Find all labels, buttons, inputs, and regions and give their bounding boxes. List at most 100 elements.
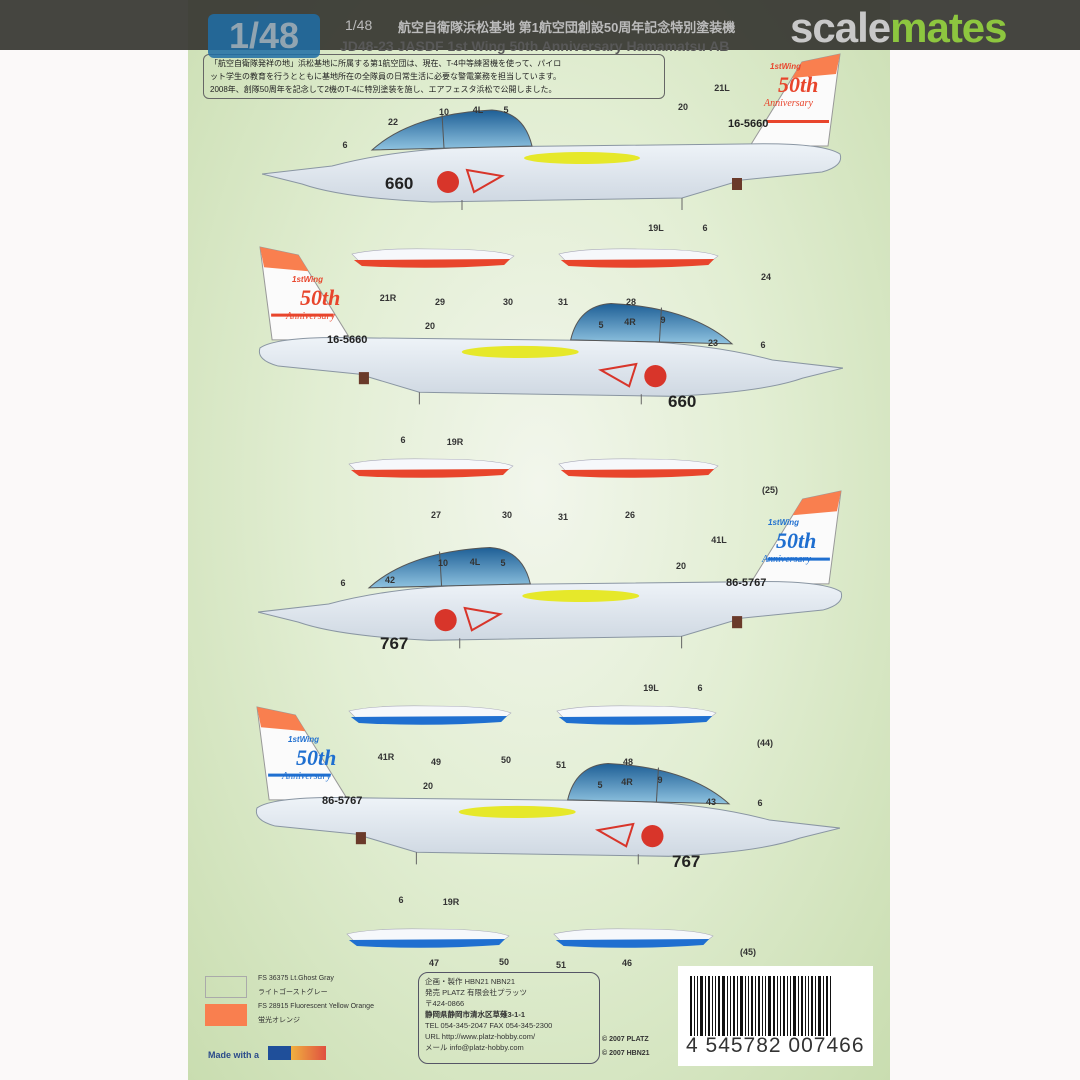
tail-50th-text: 50th (776, 528, 817, 553)
title-english: JD48-23 JASDF 1st Wing 50th Anniversary … (340, 38, 730, 54)
barcode-bar (811, 976, 813, 1036)
barcode-bar (697, 976, 698, 1036)
barcode-bar (730, 976, 731, 1036)
description-line: 「航空自衛隊発祥の地」浜松基地に所属する第1航空団は、現在、T-4中等練習機を使… (210, 59, 562, 68)
barcode-bar (801, 976, 803, 1036)
tank-callout-number: 24 (760, 272, 772, 282)
tail-wing-text: 1stWing (770, 62, 802, 71)
barcode-bar (705, 976, 706, 1036)
publisher-postal: 〒424-0866 (425, 999, 465, 1008)
drop-tank-decal (553, 928, 714, 948)
callout-number: 5 (597, 780, 603, 790)
callout-number: 5 (503, 105, 509, 115)
callout-number: 6 (702, 223, 708, 233)
callout-number: 20 (675, 561, 687, 571)
barcode-bar (798, 976, 799, 1036)
scalemates-logo[interactable]: scalemates (790, 4, 1008, 52)
tank-callout-number: 50 (498, 957, 510, 967)
drop-tank-decal (558, 458, 719, 478)
barcode-bar (765, 976, 766, 1036)
barcode-bar (815, 976, 816, 1036)
tank-callout-number: 48 (622, 757, 634, 767)
description-line: ット学生の教育を行うとともに基地所在の全隊員の日常生活に必要な警電業務を担当して… (210, 72, 561, 81)
scale-badge: 1/48 (208, 14, 320, 58)
barcode-bar (755, 976, 756, 1036)
barcode-bar (751, 976, 753, 1036)
barcode-bar (690, 976, 692, 1036)
callout-number: 10 (438, 107, 450, 117)
barcode-bar (722, 976, 725, 1036)
tank-callout-number: 46 (621, 958, 633, 968)
drop-tank-decal (558, 248, 719, 268)
tank-callout-number: 28 (625, 297, 637, 307)
tank-callout-number: 49 (430, 757, 442, 767)
aircraft-4 (255, 703, 840, 869)
tank-callout-number: 31 (557, 512, 569, 522)
drop-tank-decal (346, 928, 510, 948)
barcode-bar (780, 976, 781, 1036)
callout-number: 6 (757, 798, 763, 808)
callout-number: 6 (760, 340, 766, 350)
aircraft-serial: 16-5660 (728, 118, 769, 130)
barcode: 4 545782 007466 (678, 966, 873, 1066)
barcode-bar (777, 976, 778, 1036)
tank-callout-number: (25) (761, 485, 779, 495)
barcode-bar (783, 976, 785, 1036)
callout-number: 4R (624, 317, 636, 327)
callout-number: 21L (714, 83, 730, 93)
callout-number: 19R (446, 437, 464, 447)
barcode-bar (740, 976, 743, 1036)
legend-fs-ghost-gray: FS 36375 Lt.Ghost Gray (258, 975, 334, 982)
publisher-url[interactable]: URL http://www.platz-hobby.com/ (425, 1032, 536, 1041)
barcode-bar (762, 976, 763, 1036)
tank-callout-number: 31 (557, 297, 569, 307)
tail-wing-text: 1stWing (768, 518, 800, 527)
tail-wing-text: 1stWing (288, 735, 320, 744)
callout-number: 6 (340, 578, 346, 588)
callout-number: 19R (442, 897, 460, 907)
barcode-bar (805, 976, 806, 1036)
description-line: 2008年、創隊50周年を記念して2機のT-4に特別塗装を施し、エアフェスタ浜松… (210, 85, 557, 94)
callout-number: 20 (422, 781, 434, 791)
callout-number: 5 (500, 558, 506, 568)
aircraft-2 (258, 243, 843, 409)
aircraft-nose-number: 767 (380, 634, 409, 653)
callout-number: 19L (643, 683, 659, 693)
aircraft-3 (258, 487, 843, 653)
callout-number: 4L (469, 557, 481, 567)
drop-tank-decal (556, 705, 717, 725)
callout-number: 41L (711, 535, 727, 545)
maker-logo (268, 1046, 326, 1060)
title-japanese: 航空自衛隊浜松基地 第1航空団創設50周年記念特別塗装機 (398, 20, 736, 35)
barcode-bar (700, 976, 703, 1036)
barcode-bar (733, 976, 735, 1036)
callout-number: 6 (400, 435, 406, 445)
publisher-mail[interactable]: メール info@platz-hobby.com (425, 1043, 524, 1052)
barcode-bar (787, 976, 788, 1036)
legend-swatch-orange (205, 1004, 247, 1026)
tank-callout-number: 26 (624, 510, 636, 520)
callout-number: 20 (677, 102, 689, 112)
barcode-bar (712, 976, 713, 1036)
barcode-bar (737, 976, 738, 1036)
tail-anniversary-text: Anniversary (282, 771, 331, 782)
callout-number: 41R (377, 752, 395, 762)
callout-number: 21R (379, 293, 397, 303)
publisher-box: 企画・製作 HBN21 NBN21 発売 PLATZ 有限会社プラッツ 〒424… (418, 972, 600, 1064)
callout-number: 6 (398, 895, 404, 905)
tank-callout-number: 30 (501, 510, 513, 520)
publisher-line1: 企画・製作 HBN21 NBN21 (425, 977, 516, 986)
barcode-bar (823, 976, 824, 1036)
barcode-bar (768, 976, 771, 1036)
barcode-bar (793, 976, 796, 1036)
callout-number: 6 (697, 683, 703, 693)
barcode-digits: 4 545782 007466 (686, 1034, 865, 1057)
header-bar (0, 0, 1080, 50)
aircraft-serial: 86-5767 (322, 795, 363, 807)
callout-number: 6 (342, 140, 348, 150)
aircraft-1 (262, 50, 842, 215)
tank-callout-number: (44) (756, 738, 774, 748)
tank-callout-number: 29 (434, 297, 446, 307)
barcode-bar (818, 976, 821, 1036)
callout-number: 4R (621, 777, 633, 787)
